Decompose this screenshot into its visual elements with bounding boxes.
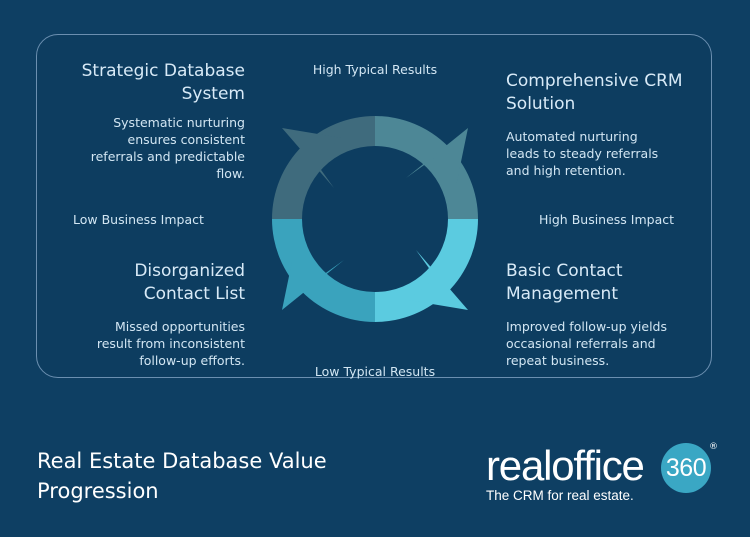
quadrant-title-line: Strategic Database: [81, 61, 245, 81]
quadrant-title-line: Disorganized: [134, 261, 245, 281]
quadrant-desc-line: leads to steady referrals: [506, 146, 659, 161]
logo-badge: 360: [661, 443, 711, 493]
quadrant-desc-line: Improved follow-up yields: [506, 319, 667, 334]
quadrant-bottom-left-title: Disorganized Contact List: [60, 260, 245, 306]
quadrant-desc-line: follow-up efforts.: [139, 353, 245, 368]
ring-arrowhead-top-left: [282, 128, 342, 188]
quadrant-title-line: System: [181, 84, 245, 104]
registered-mark: ®: [709, 442, 718, 452]
page-title-line: Progression: [37, 479, 159, 503]
quadrant-desc-line: referrals and predictable: [90, 149, 245, 164]
quadrant-desc-line: occasional referrals and: [506, 336, 656, 351]
ring-arrowhead-top-right: [406, 128, 468, 186]
quadrant-desc-line: result from inconsistent: [96, 336, 245, 351]
page-title: Real Estate Database Value Progression: [37, 446, 327, 506]
axis-label-bottom: Low Typical Results: [314, 364, 436, 379]
quadrant-desc-line: repeat business.: [506, 353, 610, 368]
axis-label-right: High Business Impact: [539, 212, 675, 227]
quadrant-title-line: Comprehensive CRM: [506, 71, 683, 91]
axis-label-left: Low Business Impact: [73, 212, 204, 227]
quadrant-desc-line: Missed opportunities: [115, 319, 245, 334]
ring-arrowhead-bottom-left: [282, 252, 344, 310]
ring-segment-bottom-left: [272, 219, 375, 322]
cycle-ring-diagram: [272, 116, 478, 322]
logo-wordmark: realoffice: [486, 442, 645, 489]
brand-logo: realoffice 360 ® The CRM for real estate…: [486, 440, 726, 510]
quadrant-top-left-title: Strategic Database System: [60, 60, 245, 106]
ring-segment-top-left: [272, 116, 375, 219]
ring-arrowhead-bottom-right: [408, 250, 468, 310]
quadrant-desc-line: ensures consistent: [127, 132, 245, 147]
quadrant-bottom-left-desc: Missed opportunities result from inconsi…: [60, 318, 245, 369]
quadrant-bottom-right-desc: Improved follow-up yields occasional ref…: [506, 318, 706, 369]
quadrant-bottom-right-title: Basic Contact Management: [506, 260, 706, 306]
quadrant-title-line: Management: [506, 284, 618, 304]
quadrant-top-left-desc: Systematic nurturing ensures consistent …: [60, 114, 245, 182]
page-title-line: Real Estate Database Value: [37, 449, 327, 473]
quadrant-desc-line: Systematic nurturing: [113, 115, 245, 130]
quadrant-desc-line: Automated nurturing: [506, 129, 638, 144]
quadrant-title-line: Contact List: [143, 284, 245, 304]
logo-tagline: The CRM for real estate.: [486, 488, 634, 503]
ring-segment-top-right: [375, 116, 478, 219]
ring-segment-bottom-right: [375, 219, 478, 322]
quadrant-title-line: Solution: [506, 94, 576, 114]
quadrant-top-right-title: Comprehensive CRM Solution: [506, 70, 706, 116]
quadrant-desc-line: flow.: [216, 166, 245, 181]
quadrant-desc-line: and high retention.: [506, 163, 626, 178]
axis-label-top: High Typical Results: [312, 62, 438, 77]
quadrant-top-right-desc: Automated nurturing leads to steady refe…: [506, 128, 706, 179]
quadrant-title-line: Basic Contact: [506, 261, 623, 281]
